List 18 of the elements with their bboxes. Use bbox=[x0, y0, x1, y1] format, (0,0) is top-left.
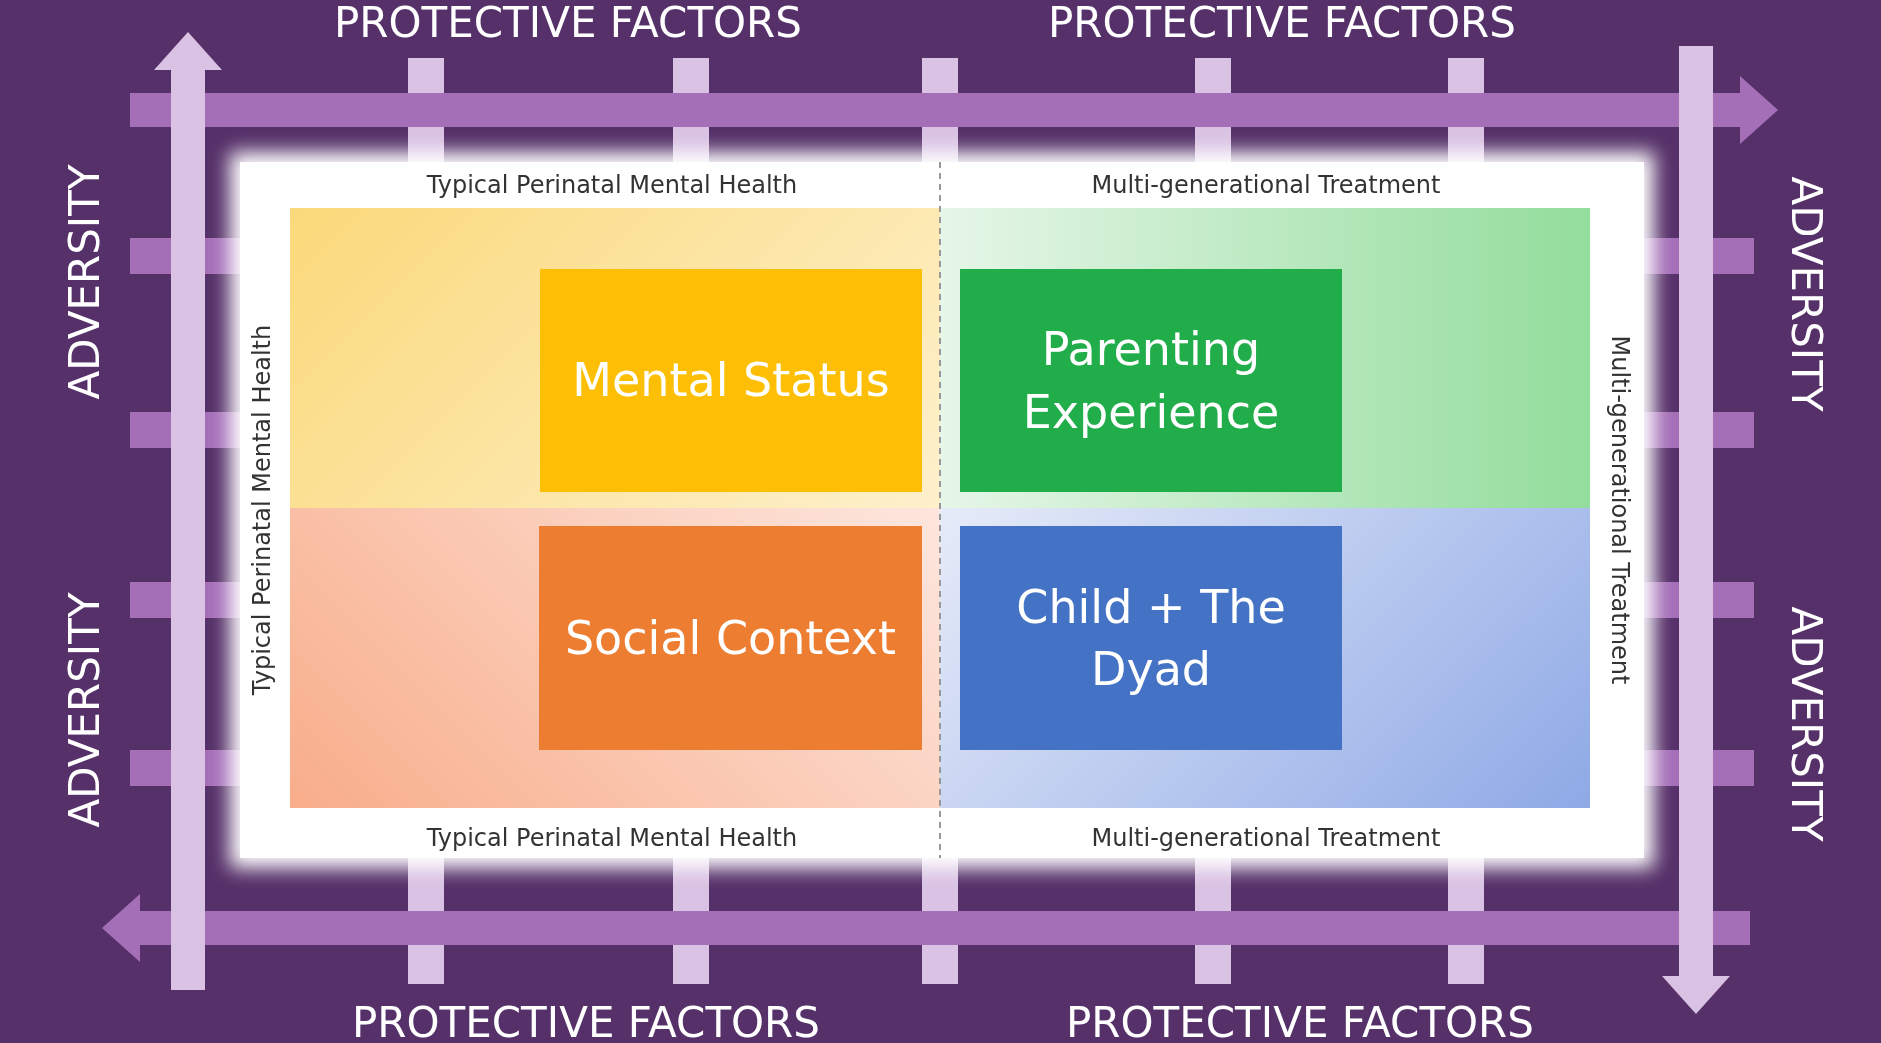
social-context-box: Social Context bbox=[539, 526, 922, 750]
axis-label: ADVERSITY bbox=[1781, 606, 1831, 842]
section-label: PROTECTIVE FACTORS bbox=[352, 997, 820, 1043]
axis-label: ADVERSITY bbox=[59, 592, 109, 828]
quadrant-label: Typical Perinatal Mental Health bbox=[426, 824, 798, 852]
axis-label: ADVERSITY bbox=[1781, 176, 1831, 412]
axis-label: ADVERSITY bbox=[59, 164, 109, 400]
quadrant-label: Multi-generational Treatment bbox=[1091, 824, 1441, 852]
section-label: PROTECTIVE FACTORS bbox=[334, 0, 802, 47]
child-dyad-box: Child + The Dyad bbox=[960, 526, 1342, 750]
quadrant-label: Multi-generational Treatment bbox=[1606, 335, 1634, 685]
parenting-experience-box: Parenting Experience bbox=[960, 269, 1342, 492]
quadrant-label: Multi-generational Treatment bbox=[1091, 171, 1441, 199]
quadrant-label: Typical Perinatal Mental Health bbox=[248, 324, 276, 696]
quadrant-label: Typical Perinatal Mental Health bbox=[426, 171, 798, 199]
mental-status-box: Mental Status bbox=[540, 269, 922, 492]
section-label: PROTECTIVE FACTORS bbox=[1048, 0, 1516, 47]
section-label: PROTECTIVE FACTORS bbox=[1066, 997, 1534, 1043]
